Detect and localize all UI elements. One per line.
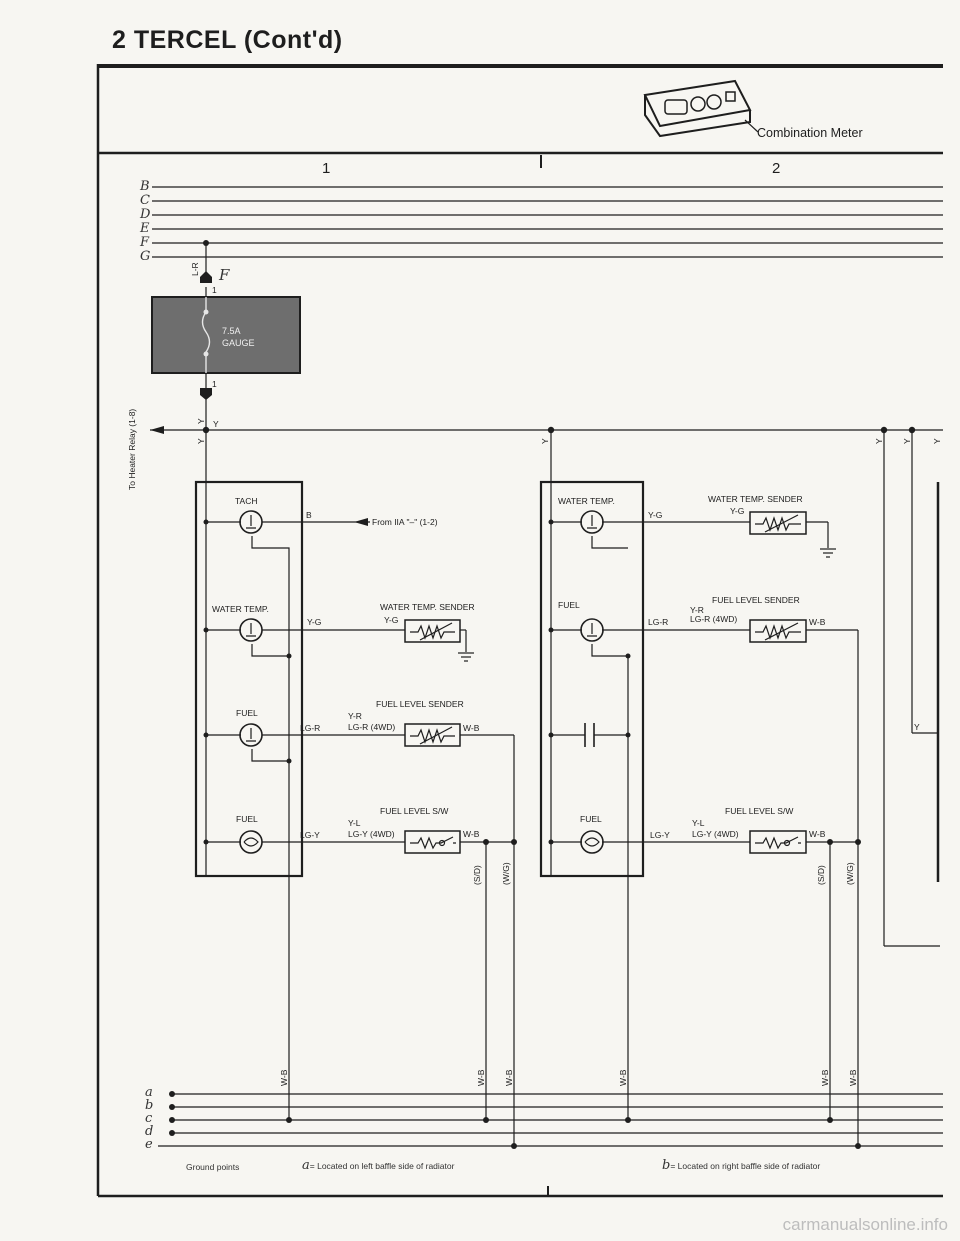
footnote-b-text: = Located on right baffle side of radiat… [670,1161,821,1171]
right-fuel-label: FUEL [558,600,580,610]
left-wg-label: (W/G) [501,862,511,885]
fuse-name: GAUGE [222,338,255,348]
page-title: 2 TERCEL (Cont'd) [112,26,343,54]
ground-points-label: Ground points [186,1162,240,1172]
bus-line-e: E [140,221,150,236]
y-wire-b: Y [902,438,912,444]
left-fuel-sender-out: W-B [463,723,480,733]
wb-wire-3: W-B [504,1069,514,1086]
ground-line-d: d [145,1124,154,1139]
left-fuel-sender-title: FUEL LEVEL SENDER [376,699,464,709]
ground-line-c: c [145,1111,153,1126]
fuse-connector-label: F [219,266,230,284]
left-water-temp-wire: Y-G [307,617,322,627]
left-fuelsw-out: W-B [463,829,480,839]
footnote-b: b= Located on right baffle side of radia… [662,1158,820,1173]
right-fuel-sender-out: W-B [809,617,826,627]
bus-line-f: F [140,235,150,250]
right-fuelsw-wire1: Y-L [692,818,705,828]
left-fuel-wire: LG-R [300,723,321,733]
right-fuelsw-wire2: LG-Y (4WD) [692,829,739,839]
right-fuelsw-wire: LG-Y [650,830,670,840]
watermark: carmanualsonline.info [782,1215,948,1234]
ground-line-a: a [145,1085,153,1100]
left-tach-wire: B [306,510,312,520]
left-water-sender-wire: Y-G [384,615,399,625]
left-fuel-sender-wire1: Y-R [348,711,362,721]
left-fuelsw-label: FUEL [236,814,258,824]
section-number-2: 2 [772,160,781,177]
wb-wire-2: W-B [476,1069,486,1086]
combination-meter-label: Combination Meter [757,126,863,140]
right-fuelsw-title: FUEL LEVEL S/W [725,806,794,816]
left-sd-label: (S/D) [472,865,482,885]
footnote-a-text: = Located on left baffle side of radiato… [309,1161,455,1171]
left-fuelsw-wire2: LG-Y (4WD) [348,829,395,839]
y-wire-right-meter: Y [540,438,550,444]
left-fuelsw-wire1: Y-L [348,818,361,828]
bus-line-c: C [140,193,150,208]
section-number-1: 1 [322,160,331,177]
bus-line-g: G [140,249,151,264]
footnote-a-letter: a [302,1158,310,1173]
left-from-iia: From IIA "–" (1-2) [372,517,438,527]
ground-line-b: b [145,1098,154,1113]
bus-line-d: D [140,207,151,222]
left-fuel-label: FUEL [236,708,258,718]
footnote-a: a= Located on left baffle side of radiat… [302,1158,454,1173]
left-water-sender-title: WATER TEMP. SENDER [380,602,475,612]
right-fuel-sender-wire1: Y-R [690,605,704,615]
wb-wire-1: W-B [279,1069,289,1086]
y-wire-c: Y [932,438,942,444]
footnote-b-letter: b [662,1158,671,1173]
wb-wire-5: W-B [820,1069,830,1086]
fuse-wire-in: L-R [190,262,200,276]
wb-wire-4: W-B [618,1069,628,1086]
right-water-sender-title: WATER TEMP. SENDER [708,494,803,504]
left-water-temp-label: WATER TEMP. [212,604,269,614]
left-fuelsw-title: FUEL LEVEL S/W [380,806,449,816]
left-tach-label: TACH [235,496,258,506]
ground-line-e: e [145,1137,153,1152]
right-water-sender-wire: Y-G [730,506,745,516]
right-fuelsw-label: FUEL [580,814,602,824]
fuse-pin-in: 1 [212,285,217,295]
right-wg-label: (W/G) [845,862,855,885]
fuse-pin-out: 1 [212,379,217,389]
fuse-wire-out: Y [213,419,219,429]
right-fuelsw-out: W-B [809,829,826,839]
right-fuel-sender-wire2: LG-R (4WD) [690,614,738,624]
y-wire-label: Y [914,722,920,732]
y-wire-a: Y [874,438,884,444]
wb-wire-6: W-B [848,1069,858,1086]
right-fuel-sender-title: FUEL LEVEL SENDER [712,595,800,605]
right-water-temp-wire: Y-G [648,510,663,520]
header-rule [98,64,943,68]
right-sd-label: (S/D) [816,865,826,885]
left-fuelsw-wire: LG-Y [300,830,320,840]
left-fuel-sender-wire2: LG-R (4WD) [348,722,396,732]
y-wire-left-meter: Y [196,438,206,444]
fuse-wire-out-vertical: Y [196,418,206,424]
fuse-rating: 7.5A [222,326,241,336]
bus-line-b: B [140,179,150,194]
combination-meter-icon [643,79,759,138]
heater-relay-label: To Heater Relay (1-8) [127,408,137,490]
right-water-temp-label: WATER TEMP. [558,496,615,506]
right-fuel-wire: LG-R [648,617,669,627]
